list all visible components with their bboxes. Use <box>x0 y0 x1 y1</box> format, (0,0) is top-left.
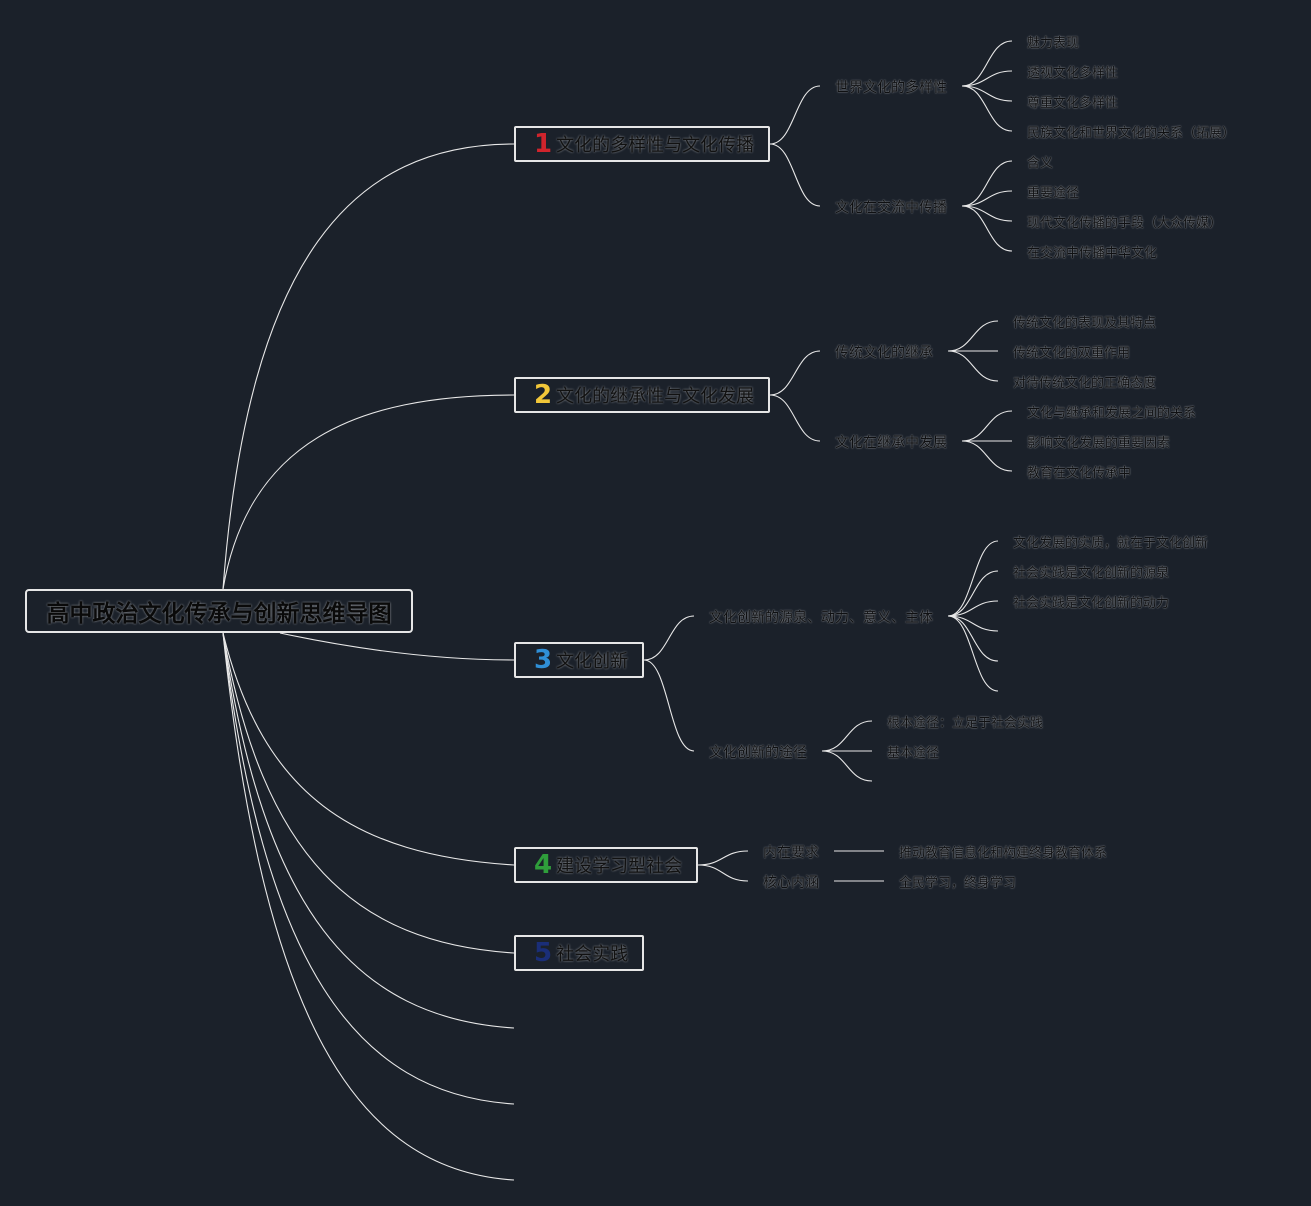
root-connector-1 <box>222 394 515 590</box>
leaf-3-2-2[interactable]: 基本途径 <box>887 746 940 761</box>
leaf-1-2-1[interactable]: 含义 <box>1027 156 1054 171</box>
leaf-1-1-3[interactable]: 尊重文化多样性 <box>1027 96 1119 111</box>
connector-line-14 <box>961 160 1013 207</box>
connector-line-33 <box>947 615 999 692</box>
branch-3-label: 文化创新 <box>556 651 629 672</box>
leaf-1-1-2[interactable]: 透视文化多样性 <box>1027 66 1119 81</box>
connector-line-18 <box>769 350 821 396</box>
connector-line-31 <box>947 615 999 632</box>
leaf-1-1-4[interactable]: 民族文化和世界文化的关系（拓展） <box>1027 126 1236 141</box>
leaf-4-1-1[interactable]: 推动教育信息化和构建终身教育体系 <box>899 846 1108 861</box>
branch-5-topic[interactable]: 5 社会实践 <box>514 935 644 971</box>
connector-line-23 <box>961 410 1013 442</box>
subtopic-3-2[interactable]: 文化创新的途径 <box>709 745 807 761</box>
connector-line-29 <box>947 570 999 617</box>
connector-line-30 <box>947 600 999 617</box>
branch-2-topic[interactable]: 2 文化的继承性与文化发展 <box>514 377 770 413</box>
branch-1-label: 文化的多样性与文化传播 <box>556 135 755 156</box>
connector-line-27 <box>643 659 695 752</box>
root-connector-5 <box>222 632 515 1029</box>
subtopic-1-1[interactable]: 世界文化的多样性 <box>835 80 947 96</box>
branch-4-topic[interactable]: 4 建设学习型社会 <box>514 847 698 883</box>
root-connector-2 <box>279 632 515 661</box>
root-connector-7 <box>222 632 515 1181</box>
connector-line-22 <box>947 350 999 382</box>
connector-line-10 <box>961 40 1013 87</box>
connector-line-25 <box>961 440 1013 472</box>
leaf-2-2-2[interactable]: 影响文化发展的重要因素 <box>1027 436 1171 451</box>
connector-line-38 <box>697 864 749 882</box>
branch-4-label: 建设学习型社会 <box>556 856 683 877</box>
leaf-2-1-1[interactable]: 传统文化的表现及其特点 <box>1013 316 1157 331</box>
leaf-4-2-1[interactable]: 全民学习，终身学习 <box>899 876 1017 891</box>
branch-5-number: 5 <box>534 938 553 968</box>
connector-line-11 <box>961 70 1013 87</box>
connector-line-13 <box>961 85 1013 132</box>
subtopic-4-1[interactable]: 内在要求 <box>763 845 819 861</box>
connector-line-37 <box>697 850 749 866</box>
connector-line-15 <box>961 190 1013 207</box>
leaf-3-1-2[interactable]: 社会实践是文化创新的源泉 <box>1013 566 1170 581</box>
leaf-1-2-4[interactable]: 在交流中传播中华文化 <box>1027 246 1158 261</box>
connector-line-36 <box>821 750 873 782</box>
root-topic[interactable]: 高中政治文化传承与创新思维导图 <box>25 589 413 633</box>
leaf-3-2-1[interactable]: 根本途径：立足于社会实践 <box>887 716 1044 731</box>
leaf-2-1-3[interactable]: 对待传统文化的正确态度 <box>1013 376 1157 391</box>
branch-1-topic[interactable]: 1 文化的多样性与文化传播 <box>514 126 770 162</box>
leaf-2-2-1[interactable]: 文化与继承和发展之间的关系 <box>1027 406 1197 421</box>
leaf-2-1-2[interactable]: 传统文化的双重作用 <box>1013 346 1131 361</box>
subtopic-2-2[interactable]: 文化在继承中发展 <box>835 435 947 451</box>
leaf-1-1-1[interactable]: 魅力表现 <box>1027 36 1080 51</box>
branch-2-number: 2 <box>534 380 553 410</box>
connector-line-9 <box>769 143 821 207</box>
branch-2-label: 文化的继承性与文化发展 <box>556 386 755 407</box>
connector-line-12 <box>961 85 1013 102</box>
subtopic-1-2[interactable]: 文化在交流中传播 <box>835 200 947 216</box>
leaf-3-1-1[interactable]: 文化发展的实质，就在于文化创新 <box>1013 536 1209 551</box>
connector-line-20 <box>947 320 999 352</box>
subtopic-3-1[interactable]: 文化创新的源泉、动力、意义、主体 <box>709 610 933 626</box>
branch-1-number: 1 <box>534 129 553 159</box>
root-connector-4 <box>222 632 515 954</box>
leaf-2-2-3[interactable]: 教育在文化传承中 <box>1027 466 1132 481</box>
leaf-1-2-3[interactable]: 现代文化传播的手段（大众传媒） <box>1027 216 1223 231</box>
root-connector-0 <box>222 143 515 590</box>
connector-line-16 <box>961 205 1013 222</box>
root-connector-3 <box>222 632 515 866</box>
connector-line-28 <box>947 540 999 617</box>
connector-line-34 <box>821 720 873 752</box>
connector-line-17 <box>961 205 1013 252</box>
connector-line-32 <box>947 615 999 662</box>
subtopic-4-2[interactable]: 核心内涵 <box>763 875 819 891</box>
branch-3-number: 3 <box>534 645 553 675</box>
connector-line-26 <box>643 615 695 661</box>
leaf-3-1-3[interactable]: 社会实践是文化创新的动力 <box>1013 596 1170 611</box>
leaf-1-2-2[interactable]: 重要途径 <box>1027 186 1080 201</box>
subtopic-2-1[interactable]: 传统文化的继承 <box>835 345 933 361</box>
root-connector-6 <box>222 632 515 1105</box>
branch-4-number: 4 <box>534 850 553 880</box>
branch-3-topic[interactable]: 3 文化创新 <box>514 642 644 678</box>
connector-line-8 <box>769 85 821 145</box>
connector-line-19 <box>769 394 821 442</box>
branch-5-label: 社会实践 <box>556 944 629 965</box>
